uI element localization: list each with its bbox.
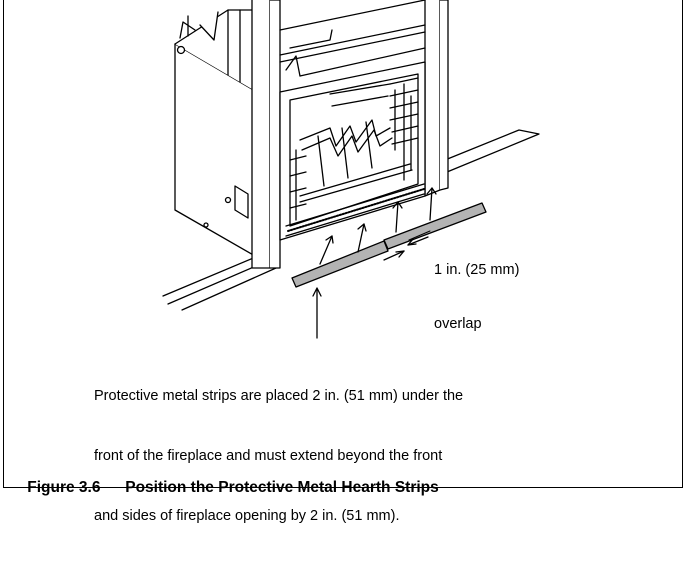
strip-left: [291, 240, 389, 288]
figure-frame: 1 in. (25 mm) overlap Protective metal s…: [3, 0, 683, 524]
floor-lines-right: [444, 129, 540, 181]
fireplace-illustration: [162, 0, 540, 339]
protective-metal-strips: [291, 202, 487, 288]
figure-number: Figure 3.6: [27, 479, 101, 496]
strip-right: [383, 202, 487, 250]
front-louver: [285, 183, 425, 237]
overlap-callout-line2: overlap: [434, 316, 482, 332]
fireplace-body: [174, 9, 263, 261]
strip-placement-note: Protective metal strips are placed 2 in.…: [94, 346, 463, 566]
note-leader: [312, 287, 322, 339]
figure-caption: Figure 3.6 Position the Protective Metal …: [10, 461, 439, 515]
fireplace-front-frame: [279, 61, 426, 241]
overlap-dimension: [383, 230, 431, 261]
insert-arrows: [319, 187, 437, 265]
framing-posts: [251, 0, 449, 269]
overlap-callout: 1 in. (25 mm) overlap: [434, 225, 519, 369]
note-line-2: front of the fireplace and must extend b…: [94, 448, 443, 464]
overlap-callout-line1: 1 in. (25 mm): [434, 262, 520, 278]
figure-border: [3, 0, 683, 488]
fireplace-hood: [279, 0, 426, 77]
firebox-bricks: [289, 77, 419, 221]
note-line-1: Protective metal strips are placed 2 in.…: [94, 388, 464, 404]
figure-title: Position the Protective Metal Hearth Str…: [125, 479, 439, 496]
fireplace-grate: [299, 119, 413, 203]
